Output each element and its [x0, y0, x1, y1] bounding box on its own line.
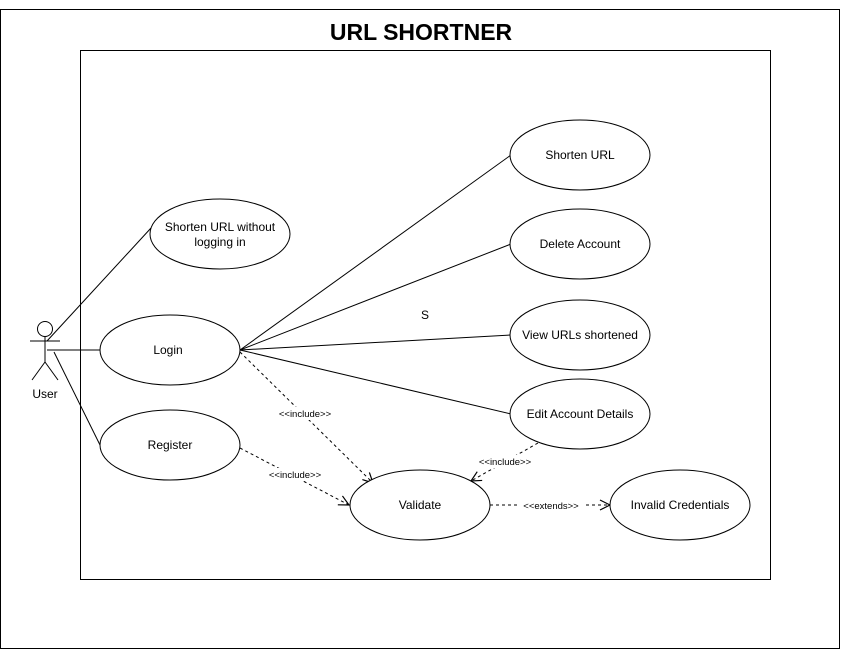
- use-case-label: View URLs shortened: [522, 328, 638, 342]
- assoc-user-register: [53, 351, 101, 446]
- user-actor[interactable]: User: [30, 321, 60, 402]
- stereotype-labels: <<include>> <<include>> <<include>> <<ex…: [264, 407, 585, 512]
- dep-register-validate: [239, 447, 349, 505]
- outer-frame: [0, 9, 840, 649]
- use-case-label: Delete Account: [540, 237, 621, 251]
- actor-label: User: [32, 387, 57, 401]
- use-case-label: Shorten URL: [545, 148, 615, 162]
- diagram-title: URL SHORTNER: [329, 19, 513, 45]
- assoc-user-shorten-no-login: [46, 227, 152, 342]
- use-case-validate[interactable]: Validate: [349, 469, 491, 541]
- assoc-login-view-urls: [239, 334, 512, 351]
- label-login-include: <<include>>: [279, 409, 332, 420]
- label-edit-include: <<include>>: [479, 457, 532, 468]
- dep-login-validate: [239, 351, 373, 483]
- use-case-shorten-url[interactable]: Shorten URL: [509, 119, 651, 191]
- associations: [46, 154, 512, 446]
- use-case-label: Edit Account Details: [527, 407, 634, 421]
- use-case-label: Login: [153, 343, 182, 357]
- actor-right-leg: [44, 361, 59, 381]
- actor-head: [37, 321, 53, 337]
- use-case-edit-account-details[interactable]: Edit Account Details: [509, 378, 651, 450]
- assoc-login-edit-account: [239, 349, 512, 415]
- use-case-delete-account[interactable]: Delete Account: [509, 208, 651, 280]
- actor-left-leg: [31, 361, 46, 381]
- label-register-include: <<include>>: [269, 470, 322, 481]
- assoc-login-shorten-url: [239, 154, 512, 351]
- stray-label: S: [421, 308, 429, 322]
- use-case-login[interactable]: Login: [99, 314, 241, 386]
- use-case-view-urls-shortened[interactable]: View URLs shortened: [509, 299, 651, 371]
- use-case-shorten-url-without-login[interactable]: Shorten URL without logging in: [149, 198, 291, 270]
- use-case-register[interactable]: Register: [99, 409, 241, 481]
- label-validate-extends: <<extends>>: [523, 501, 579, 512]
- use-case-label: Register: [148, 438, 193, 452]
- system-boundary: [80, 50, 771, 580]
- assoc-login-delete-account: [239, 243, 512, 351]
- use-case-invalid-credentials[interactable]: Invalid Credentials: [609, 469, 751, 541]
- use-case-label-line-2: logging in: [194, 235, 245, 249]
- use-case-label: Invalid Credentials: [631, 498, 730, 512]
- use-case-label: Validate: [399, 498, 442, 512]
- use-case-label-line-1: Shorten URL without: [165, 220, 276, 234]
